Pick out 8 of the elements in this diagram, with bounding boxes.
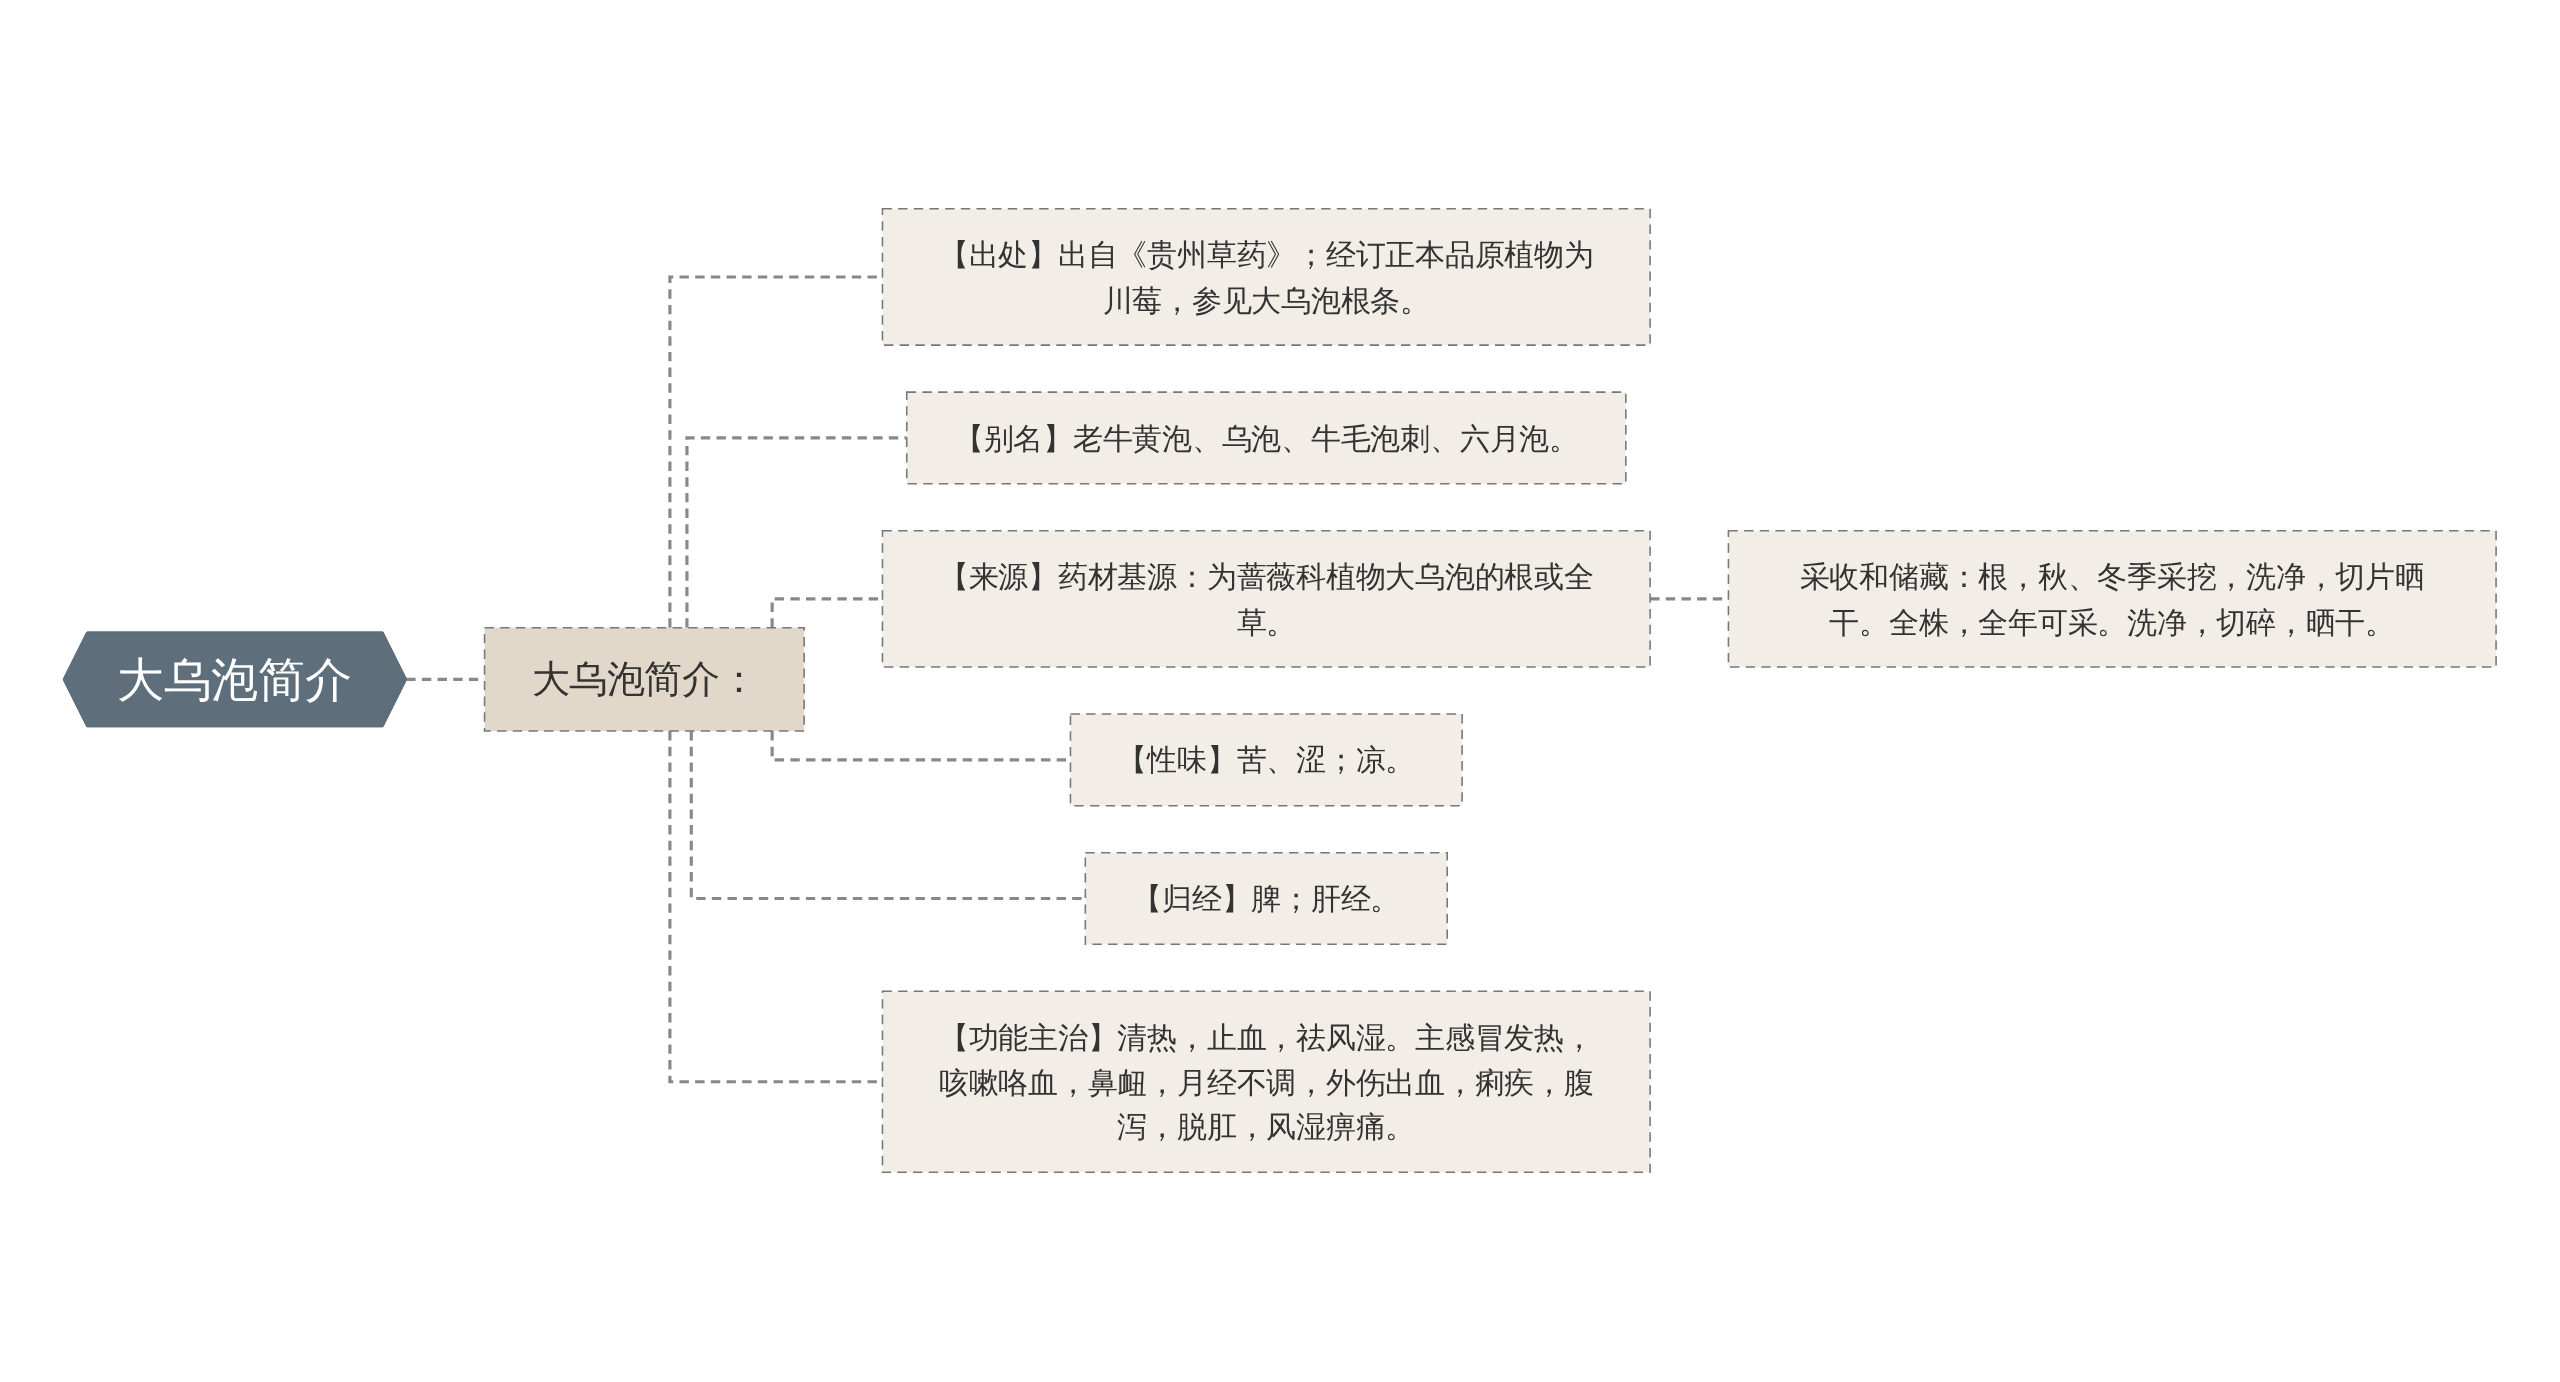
node-box: 采收和储藏：根，秋、冬季采挖，洗净，切片晒干。全株，全年可采。洗净，切碎，晒干。 xyxy=(1727,530,2498,669)
node-box: 【功能主治】清热，止血，祛风湿。主感冒发热，咳嗽咯血，鼻衄，月经不调，外伤出血，痢疾，腹泻，脱肛，风湿痹痛。 xyxy=(881,991,1652,1174)
node-box: 大乌泡简介： xyxy=(483,627,806,733)
node-box: 【出处】出自《贵州草药》；经订正本品原植物为川莓，参见大乌泡根条。 xyxy=(881,208,1652,347)
node-box: 【性味】苦、涩；凉。 xyxy=(1069,713,1464,807)
node-box: 【来源】药材基源：为蔷薇科植物大乌泡的根或全草。 xyxy=(881,530,1652,669)
node-box: 【归经】脾；肝经。 xyxy=(1084,852,1449,946)
node-box: 【别名】老牛黄泡、乌泡、牛毛泡刺、六月泡。 xyxy=(906,391,1627,485)
